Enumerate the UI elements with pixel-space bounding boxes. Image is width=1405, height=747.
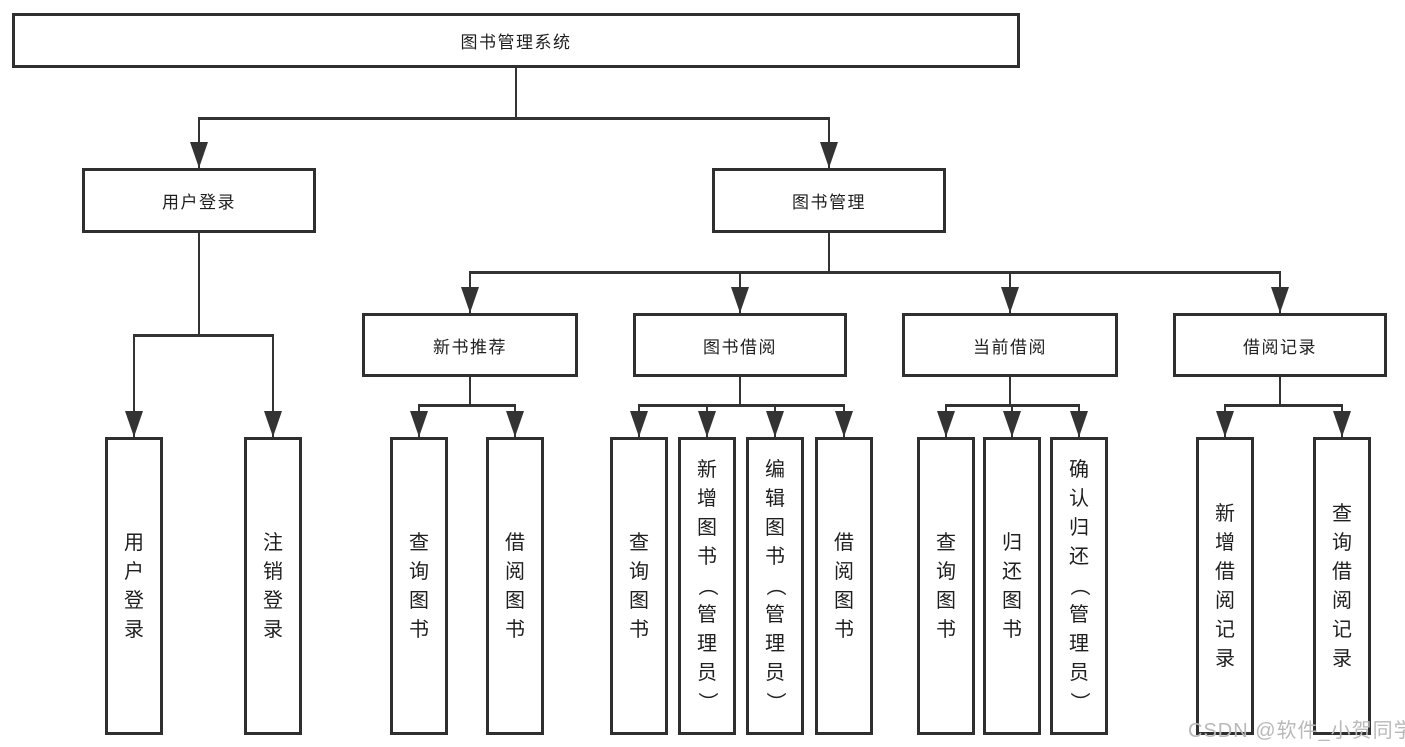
node-label: 查询图书 — [936, 531, 956, 641]
connector-line — [945, 404, 1080, 407]
node-label: 借阅图书 — [505, 531, 525, 641]
node-user-login: 用户登录 — [82, 168, 316, 233]
connector-line — [272, 335, 274, 437]
arrowhead-down-icon — [937, 411, 955, 437]
arrowhead-down-icon — [1070, 411, 1088, 437]
connector-line — [739, 377, 741, 405]
arrowhead-down-icon — [1271, 287, 1289, 313]
node-label: 新增图书（管理员） — [696, 459, 718, 712]
arrowhead-down-icon — [731, 287, 749, 313]
node-new-book-recommendation: 新书推荐 — [362, 313, 578, 377]
node-label: 编辑图书（管理员） — [764, 459, 786, 712]
leaf-add-book-admin: 新增图书（管理员） — [678, 437, 736, 735]
connector-line — [133, 335, 135, 437]
node-borrowing-records: 借阅记录 — [1173, 313, 1387, 377]
node-label: 借阅记录 — [1243, 337, 1317, 357]
connector-line — [1009, 377, 1011, 405]
node-label: 注销登录 — [263, 531, 283, 641]
node-current-borrowing: 当前借阅 — [902, 313, 1118, 377]
connector-line — [469, 377, 471, 405]
connector-line — [198, 233, 200, 335]
node-label: 用户登录 — [124, 531, 144, 641]
connector-line — [469, 271, 1281, 274]
arrowhead-down-icon — [1003, 411, 1021, 437]
arrowhead-down-icon — [630, 411, 648, 437]
arrowhead-down-icon — [1333, 411, 1351, 437]
leaf-return-book: 归还图书 — [983, 437, 1041, 735]
connector-line — [638, 404, 845, 407]
connector-line — [418, 404, 516, 407]
node-label: 当前借阅 — [973, 337, 1047, 357]
arrowhead-down-icon — [506, 411, 524, 437]
node-label: 图书管理 — [792, 193, 866, 212]
arrowhead-down-icon — [190, 142, 208, 168]
connector-line — [515, 68, 517, 118]
watermark: CSDN @软件_小贺同学 — [1188, 720, 1405, 742]
arrowhead-down-icon — [461, 287, 479, 313]
arrowhead-down-icon — [766, 411, 784, 437]
node-book-borrowing: 图书借阅 — [633, 313, 847, 377]
connector-line — [1224, 404, 1343, 407]
arrowhead-down-icon — [835, 411, 853, 437]
leaf-borrow-books-recommend: 借阅图书 — [486, 437, 544, 735]
leaf-confirm-return-admin: 确认归还（管理员） — [1050, 437, 1108, 735]
leaf-add-borrow-record: 新增借阅记录 — [1196, 437, 1254, 735]
node-label: 归还图书 — [1002, 531, 1022, 641]
arrowhead-down-icon — [698, 411, 716, 437]
node-label: 图书管理系统 — [460, 33, 572, 52]
leaf-query-books-recommend: 查询图书 — [390, 437, 448, 735]
leaf-query-borrow-record: 查询借阅记录 — [1313, 437, 1371, 735]
connector-line — [1279, 377, 1281, 405]
arrowhead-down-icon — [1216, 411, 1234, 437]
leaf-user-login: 用户登录 — [105, 437, 163, 735]
node-label: 新书推荐 — [433, 337, 507, 357]
connector-line — [198, 117, 830, 120]
node-label: 查询图书 — [629, 531, 649, 641]
arrowhead-down-icon — [820, 142, 838, 168]
leaf-edit-book-admin: 编辑图书（管理员） — [746, 437, 804, 735]
node-label: 用户登录 — [162, 193, 236, 212]
arrowhead-down-icon — [264, 411, 282, 437]
node-label: 查询图书 — [409, 531, 429, 641]
node-label: 查询借阅记录 — [1332, 502, 1352, 670]
node-label: 图书借阅 — [703, 337, 777, 357]
leaf-query-books-current: 查询图书 — [917, 437, 975, 735]
node-label: 借阅图书 — [834, 531, 854, 641]
leaf-logout: 注销登录 — [244, 437, 302, 735]
node-book-management: 图书管理 — [712, 168, 946, 233]
leaf-borrow-books: 借阅图书 — [815, 437, 873, 735]
arrowhead-down-icon — [410, 411, 428, 437]
connector-line — [828, 233, 830, 272]
connector-line — [133, 334, 274, 337]
node-library-management-system: 图书管理系统 — [12, 13, 1020, 68]
arrowhead-down-icon — [1001, 287, 1019, 313]
node-label: 新增借阅记录 — [1215, 502, 1235, 670]
arrowhead-down-icon — [125, 411, 143, 437]
node-label: 确认归还（管理员） — [1068, 459, 1090, 712]
leaf-query-books-borrow: 查询图书 — [610, 437, 668, 735]
